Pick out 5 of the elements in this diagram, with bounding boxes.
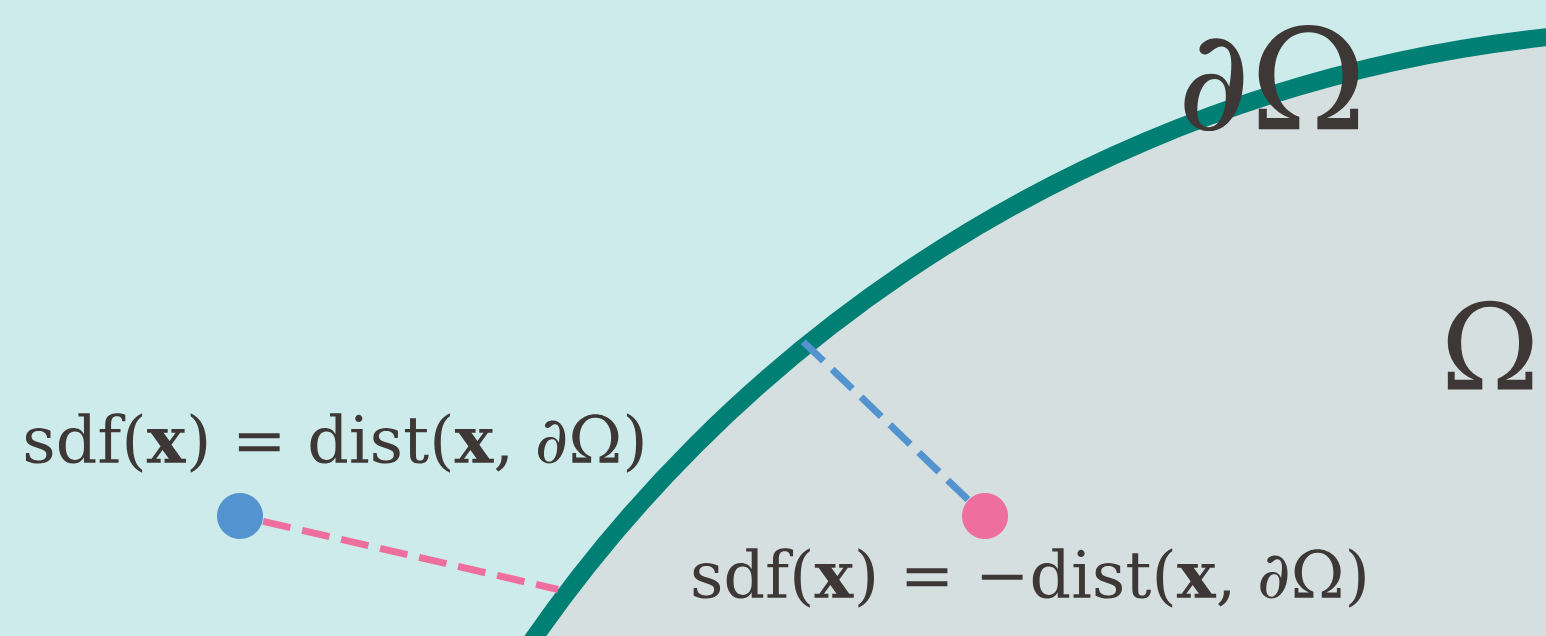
- formula-label: sdf(x) = −dist(x, ∂Ω): [693, 548, 1365, 608]
- formula-label: sdf(x) = dist(x, ∂Ω): [25, 413, 643, 473]
- dashed-line: [262, 517, 559, 593]
- region-label: Ω: [1447, 300, 1533, 390]
- point: [217, 493, 263, 540]
